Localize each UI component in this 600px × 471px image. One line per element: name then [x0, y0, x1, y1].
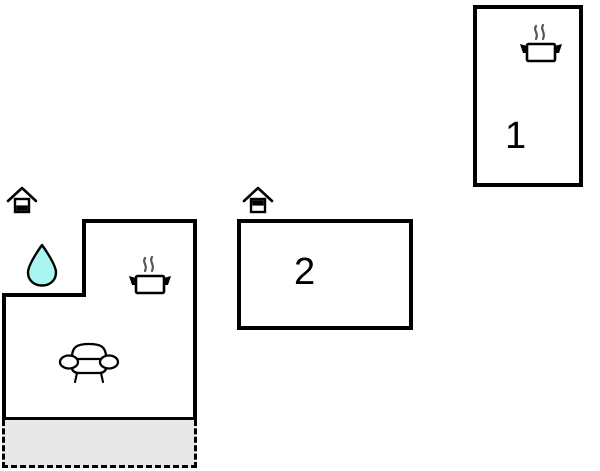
- cooking-pot-icon: [126, 252, 174, 300]
- room-unit-1[interactable]: [473, 5, 583, 187]
- house-entrance-icon: [6, 184, 38, 216]
- room-number-2: 2: [294, 251, 316, 293]
- sofa-icon: [58, 337, 120, 385]
- cooking-pot-icon: [517, 20, 565, 68]
- terrace-area[interactable]: [2, 420, 197, 468]
- room-unit-3[interactable]: [2, 219, 197, 421]
- room-unit-2[interactable]: [237, 219, 413, 330]
- room-number-1: 1: [505, 115, 527, 157]
- house-entrance-icon: [242, 184, 274, 216]
- water-drop-icon: [22, 242, 62, 288]
